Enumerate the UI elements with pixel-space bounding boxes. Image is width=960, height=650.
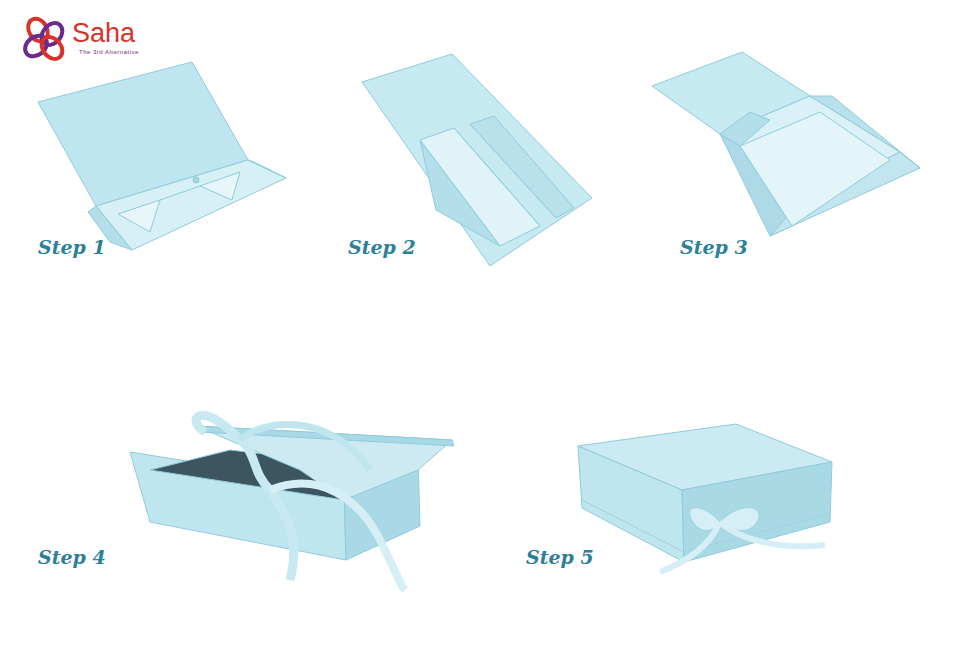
brand-name: Saha	[72, 18, 135, 49]
brand-tagline: The 3rd Alternative	[79, 49, 139, 55]
step2-folded-box	[362, 54, 592, 266]
logo-symbol	[21, 15, 67, 63]
step-label: Step 3	[680, 236, 748, 258]
step-label: Step 1	[38, 236, 106, 258]
step3-opening-box	[652, 52, 920, 236]
step5-closed-box	[578, 424, 832, 572]
step-label: Step 4	[38, 546, 106, 568]
step4-open-box	[130, 415, 454, 590]
step1-flat-box	[38, 62, 286, 250]
step-label: Step 5	[526, 546, 594, 568]
step-label: Step 2	[348, 236, 416, 258]
